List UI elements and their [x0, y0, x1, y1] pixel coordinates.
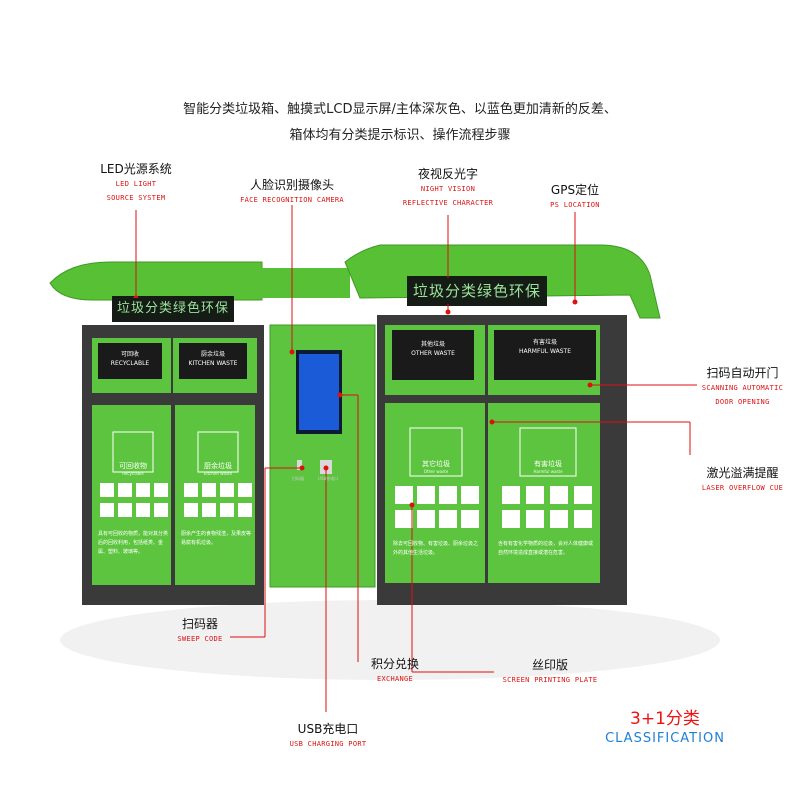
recyclable-panel-desc: 具有可回收的物质，能对其分类后的回收利用，包括纸类、金属、塑料、玻璃等。: [98, 531, 169, 555]
callout-sweep-code: 扫码器 SWEEP CODE: [177, 617, 223, 643]
kitchen-panel-sub: Kitchen waste: [203, 471, 233, 476]
usb-slot: [297, 460, 302, 470]
kitchen-icons: [184, 483, 252, 517]
other-panel-desc: 除去可回收物、有害垃圾、厨余垃圾之外的其他生活垃圾。: [393, 541, 479, 556]
kitchen-display: [179, 343, 247, 379]
callout-exchange: 积分兑换 EXCHANGE: [370, 657, 419, 683]
kitchen-panel-title: 厨余垃圾: [204, 462, 232, 470]
left-canopy: [49, 261, 263, 301]
other-panel-sub: Other waste: [423, 469, 449, 474]
intro-line-1: 智能分类垃圾箱、触摸式LCD显示屏/主体深灰色、以蓝色更加清新的反差、: [183, 102, 617, 117]
usb-pill: USB充电口: [318, 476, 339, 481]
harmful-display: [494, 330, 596, 380]
recyclable-display: [98, 343, 162, 379]
callout-scan-open: 扫码自动开门 SCANNING AUTOMATIC DOOR OPENING: [701, 366, 784, 406]
callout-night-vision: 夜视反光字 NIGHT VISION REFLECTIVE CHARACTER: [402, 167, 494, 207]
callout-laser: 激光溢满提醒 LASER OVERFLOW CUE: [701, 466, 784, 492]
led-sign-right: 垃圾分类绿色环保: [407, 278, 547, 304]
classification-label: 3+1分类 CLASSIFICATION: [605, 709, 725, 746]
kitchen-panel-desc: 厨余产生的食物残渣，及果皮等易腐有机垃圾。: [181, 531, 252, 546]
ground-shadow: [60, 600, 720, 680]
harmful-icons: [502, 486, 592, 528]
kitchen-symbol-box: [197, 431, 239, 473]
callout-gps: GPS定位 PS LOCATION: [550, 183, 600, 209]
center-canopy: [255, 268, 350, 298]
callout-usb: USB充电口 USB CHARGING PORT: [289, 722, 367, 748]
callout-face-camera: 人脸识别摄像头 FACE RECOGNITION CAMERA: [240, 178, 344, 204]
other-display: [392, 330, 474, 380]
harmful-panel-sub: Harmful waste: [533, 469, 563, 474]
touch-screen-inner: [299, 354, 339, 430]
intro-line-2: 箱体均有分类提示标识、操作流程步骤: [289, 128, 511, 143]
recyclable-symbol-box: [112, 431, 154, 473]
recyclable-panel-sub: Recyclable: [122, 471, 144, 476]
led-sign-left: 垃圾分类绿色环保: [112, 298, 234, 320]
recyclable-panel-title: 可回收物: [119, 462, 147, 470]
scanner-pill: 扫码器: [292, 476, 304, 481]
other-symbol-box: [409, 427, 463, 477]
callout-led-light: LED光源系统 LED LIGHT SOURCE SYSTEM: [100, 162, 172, 202]
callout-screen-print: 丝印版 SCREEN PRINTING PLATE: [502, 658, 598, 684]
other-panel-title: 其它垃圾: [422, 460, 450, 468]
recyclable-icons: [100, 483, 168, 517]
harmful-symbol-box: [519, 427, 577, 477]
other-icons: [395, 486, 479, 528]
harmful-panel-title: 有害垃圾: [534, 460, 562, 468]
harmful-panel-desc: 含有有害化学物质的垃圾，会对人体健康或自然环境造成直接或潜在危害。: [498, 541, 594, 556]
